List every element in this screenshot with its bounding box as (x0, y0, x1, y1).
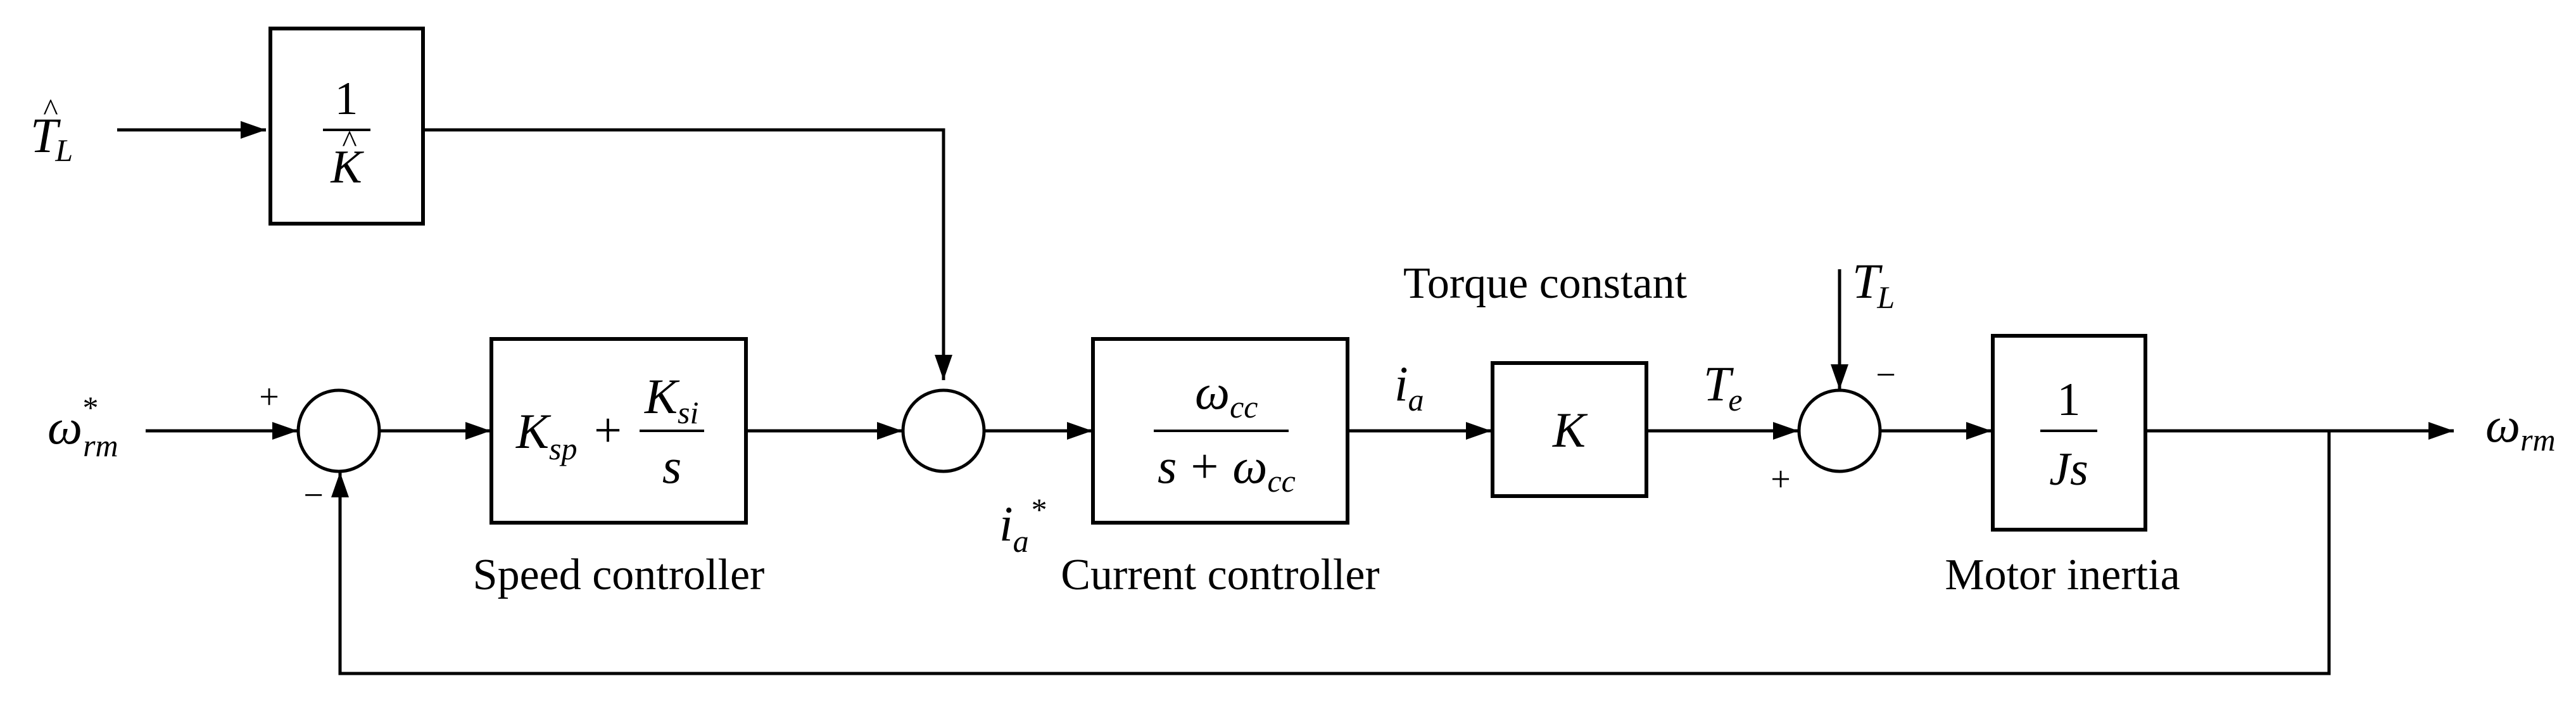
torque-estimate-hat: ^ (43, 92, 58, 127)
block-boxes (268, 27, 2147, 532)
line-feedforward-to-sum2 (423, 128, 952, 380)
summing-junctions (296, 388, 1882, 473)
motor-inertia-caption: Motor inertia (1945, 551, 2180, 599)
motor-inertia-denominator: Js (2049, 444, 2088, 495)
speed-controller-kp: Ksp (515, 404, 578, 466)
feedforward-denominator-hat: ^ (342, 124, 357, 159)
current-controller-caption: Current controller (1061, 551, 1379, 599)
current-ref-label: ia* (999, 492, 1047, 559)
torque-estimate-label: TL (30, 108, 73, 168)
sum3-minus-sign: − (1876, 355, 1896, 395)
elec-torque-label: Te (1703, 356, 1743, 418)
motor-inertia-block (1991, 334, 2147, 532)
feedforward-denominator: K (330, 141, 364, 193)
speed-controller-ki-denominator: s (662, 438, 681, 494)
load-torque-label: TL (1852, 253, 1895, 315)
speed-controller-block (489, 337, 748, 525)
motor-inertia-numerator: 1 (2057, 374, 2081, 426)
summing-junction-speed-error (296, 388, 381, 473)
torque-constant-caption: Torque constant (1403, 259, 1688, 308)
summing-junction-current-ref (901, 388, 986, 473)
current-controller-denominator: s+ωcc (1158, 438, 1296, 499)
current-label: ia (1394, 356, 1424, 418)
torque-constant-block (1491, 361, 1648, 498)
feedforward-block (268, 27, 425, 226)
fraction-bars (323, 129, 2097, 432)
speed-out-label: ωrm (2485, 397, 2556, 457)
speed-controller-plus: + (594, 402, 622, 457)
speed-ref-label: ω*rm (47, 390, 118, 463)
connections (117, 121, 2454, 675)
sum3-plus-sign: + (1771, 460, 1791, 499)
sum1-plus-sign: + (259, 378, 279, 417)
speed-controller-ki: Ksi (644, 369, 698, 430)
speed-controller-caption: Speed controller (473, 551, 765, 599)
current-controller-numerator: ωcc (1195, 364, 1258, 424)
feedforward-numerator: 1 (335, 73, 358, 125)
sum1-minus-sign: − (303, 476, 324, 515)
summing-junction-torque (1797, 388, 1882, 473)
torque-constant-gain: K (1552, 402, 1588, 457)
line-speed-feedback (331, 431, 2331, 675)
